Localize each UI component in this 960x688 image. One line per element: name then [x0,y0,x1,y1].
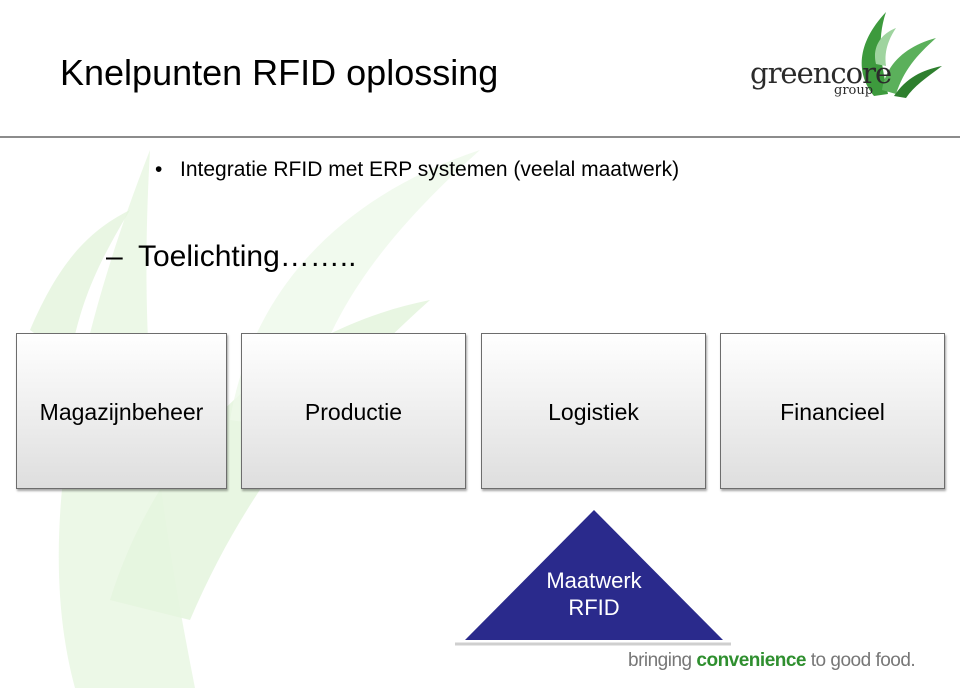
triangle-label: Maatwerk RFID [455,567,733,621]
triangle-shape [455,510,731,646]
process-boxes: Magazijnbeheer Productie Logistiek Finan… [16,333,946,493]
header-divider [0,136,960,138]
tagline-emphasis: convenience [696,650,806,671]
triangle-line-2: RFID [568,595,620,620]
leaf-icon [861,12,942,98]
tagline-part-3: to good food. [806,650,916,671]
tagline-part-1: bringing [628,650,697,671]
logo-wordmark: greencore [750,56,892,90]
triangle-line-1: Maatwerk [546,568,642,593]
maatwerk-rfid-triangle: Maatwerk RFID [455,508,735,648]
bullet-marker: • [155,158,163,181]
box-label: Productie [304,399,403,425]
bullet-item: • Integratie RFID met ERP systemen (veela… [155,157,679,183]
logo-group-text: group [834,83,874,98]
sub-bullet-marker: – [106,240,123,273]
box-magazijnbeheer: Magazijnbeheer [16,333,227,489]
box-productie: Productie [241,333,466,489]
greencore-logo: greencore group [746,4,946,100]
footer-tagline: bringing convenience to good food. [628,650,916,672]
box-logistiek: Logistiek [481,333,706,489]
box-financieel: Financieel [720,333,945,489]
page-title: Knelpunten RFID oplossing [60,52,499,93]
sub-bullet-text: Toelichting…….. [138,240,357,273]
box-label: Logistiek [548,399,639,425]
box-label: Financieel [780,399,885,425]
box-label: Magazijnbeheer [39,399,204,425]
bullet-text: Integratie RFID met ERP systemen (veelal… [180,158,680,181]
sub-bullet-item: –Toelichting…….. [106,239,356,275]
